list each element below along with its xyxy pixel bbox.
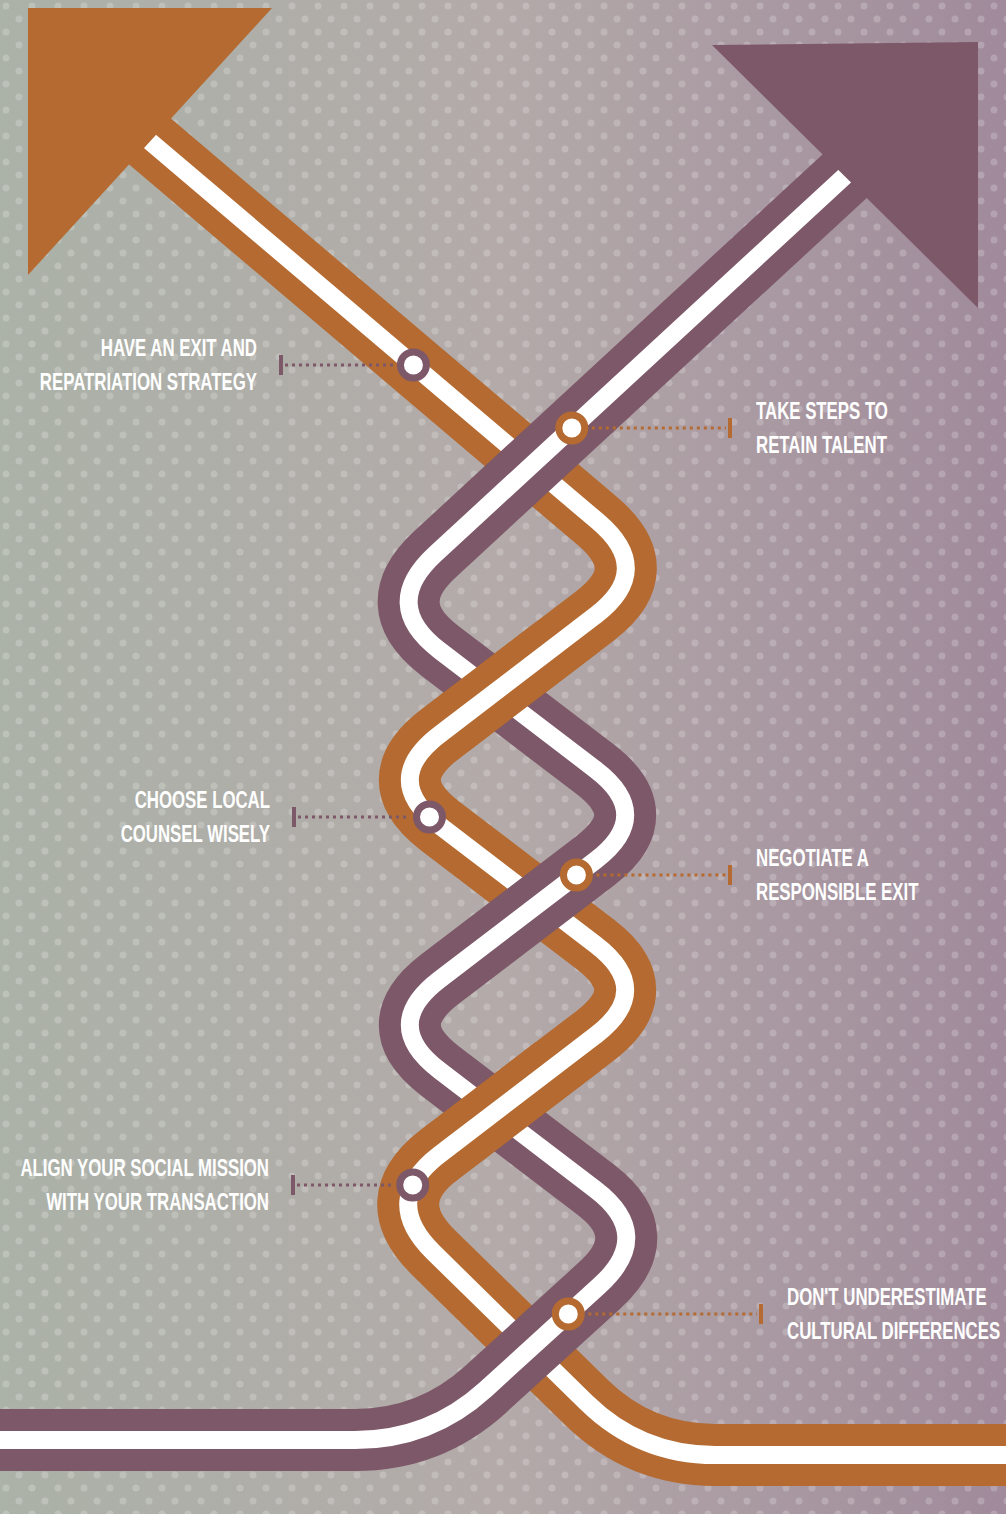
orange-band [120, 116, 1006, 1455]
leader-line [285, 364, 393, 367]
callout-label: CHOOSE LOCAL COUNSEL WISELY [94, 783, 270, 851]
leader-bar [291, 1175, 295, 1195]
orange-band-stripe-over [120, 116, 1006, 1455]
callout-label: DON'T UNDERESTIMATE CULTURAL DIFFERENCES [787, 1280, 1006, 1348]
purple-band [0, 151, 872, 1440]
purple-arrowhead [712, 42, 978, 308]
callout-label: HAVE AN EXIT AND REPATRIATION STRATEGY [13, 331, 257, 399]
leader-line [298, 816, 409, 819]
marker-dot [416, 804, 442, 830]
leader-bar [728, 865, 732, 885]
marker-dot [555, 1301, 581, 1327]
leader-bar [728, 418, 732, 438]
orange-arrowhead [28, 8, 272, 275]
leader-bar [759, 1304, 763, 1324]
leader-line [596, 874, 726, 877]
marker-dot [400, 352, 426, 378]
leader-line [592, 427, 726, 430]
callout-label: TAKE STEPS TO RETAIN TALENT [756, 394, 924, 462]
leader-line [588, 1313, 757, 1316]
marker-dot [400, 1172, 426, 1198]
marker-dot [559, 415, 585, 441]
leader-bar [292, 807, 296, 827]
callout-label: ALIGN YOUR SOCIAL MISSION WITH YOUR TRAN… [0, 1151, 269, 1219]
purple-band-stripe [0, 151, 872, 1440]
orange-band-stripe [120, 116, 1006, 1455]
leader-bar [279, 355, 283, 375]
leader-line [297, 1184, 393, 1187]
callout-label: NEGOTIATE A RESPONSIBLE EXIT [756, 841, 941, 909]
orange-band-over [120, 116, 1006, 1455]
marker-dot [563, 862, 589, 888]
